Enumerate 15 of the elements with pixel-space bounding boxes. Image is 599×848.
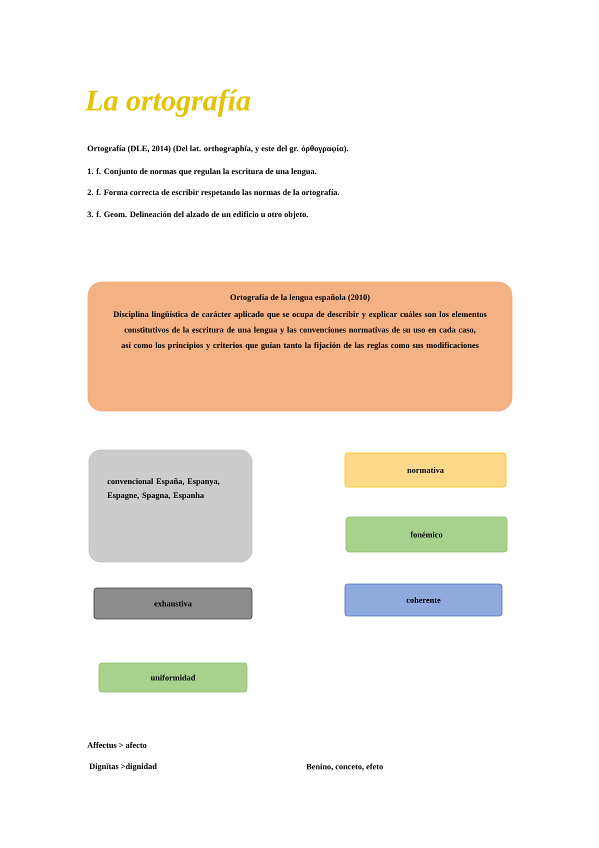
- label-box: fonémico: [346, 516, 508, 552]
- definition-text: 1. f. Conjunto de normas que regulan la escritura de una lengua.: [88, 168, 316, 176]
- definition-text: 2. f. Forma correcta de escribir respetando las normas de la ortografía.: [88, 189, 340, 197]
- definition-text: Ortografía (DLE, 2014) (Del lat. orthographĭa, y este del gr. ὀρθογραφία).: [88, 145, 348, 153]
- label-box: exhaustiva: [94, 588, 252, 620]
- definition-text: 3. f. Geom. Delineación del alzado de un edificio u otro objeto.: [88, 211, 308, 219]
- title: La ortografía: [84, 89, 250, 117]
- label-box: coherente: [344, 584, 502, 616]
- rounded-box: convencional España, Espanya, Espagne, Spagna, Espanha: [88, 450, 252, 562]
- text-card: Ortografía de la lengua española (2010) Disciplina lingüística de carácter aplicado que se ocupa de describir y explicar cuáles son los elementos constitutivos de la escritura de una lengua y las convenciones normativas de su uso en cada caso, así como los principios y criterios que guían tanto la fijación de las reglas como sus modificaciones: [88, 282, 512, 412]
- note-text: Affectus > afecto: [87, 742, 146, 748]
- label-box: normativa: [344, 452, 506, 488]
- note-text: Benino, conceto, efeto: [306, 763, 383, 771]
- label-box: uniformidad: [98, 662, 248, 692]
- note-text: Dignĭtas >dignidad: [89, 763, 157, 771]
